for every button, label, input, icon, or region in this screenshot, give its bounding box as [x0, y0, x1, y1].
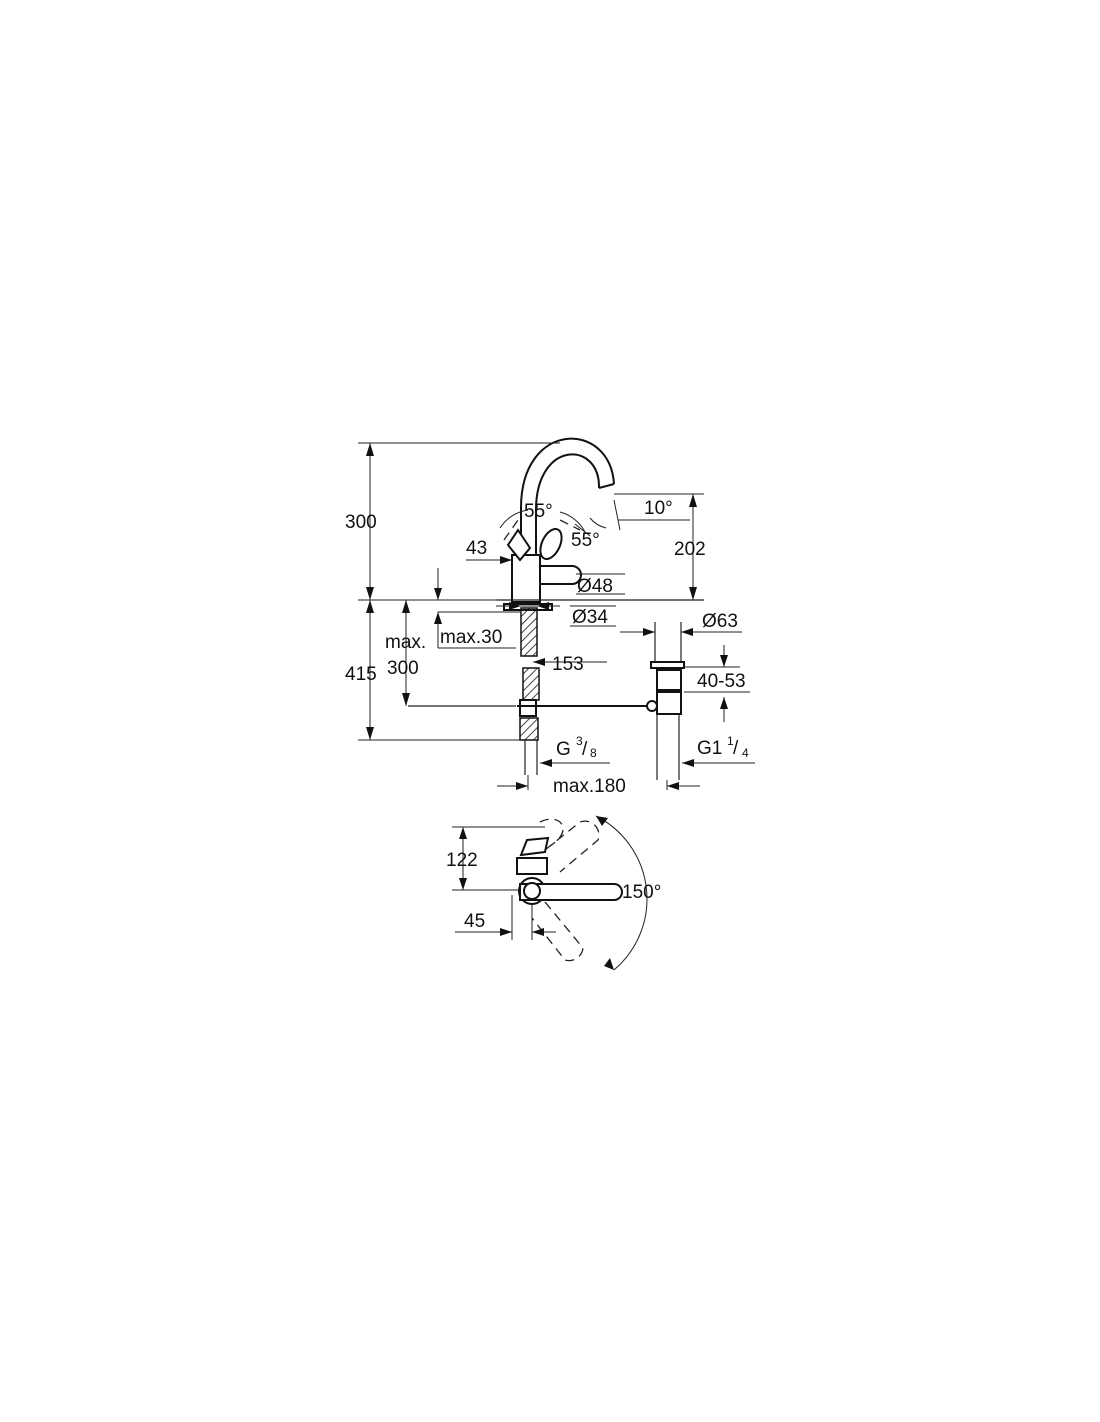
shank	[519, 607, 540, 775]
dim-10-label: 10°	[644, 498, 673, 519]
dim-g114-slash: /	[733, 738, 739, 759]
dim-handle-offset: 43	[466, 538, 512, 564]
dim-base-diameter: Ø48	[576, 573, 625, 597]
dim-max-reach: max.180	[497, 775, 700, 797]
dim-pop-up-distance: 153	[533, 654, 607, 675]
dim-waste-thread: G1 1 / 4	[682, 734, 755, 767]
dim-122-label: 122	[446, 850, 478, 871]
dim-height-total: 300	[345, 442, 560, 600]
dim-40-53-label: 40-53	[697, 671, 746, 692]
dim-153-label: 153	[552, 654, 584, 675]
dim-55-left-label: 55°	[524, 501, 553, 522]
top-body	[516, 857, 548, 875]
dim-34-label: Ø34	[572, 607, 608, 628]
dim-g38-slash: /	[582, 739, 588, 760]
dim-g38-main: G	[556, 739, 571, 760]
top-spout-dashed	[531, 818, 600, 962]
dim-max-thickness: max.30	[434, 568, 520, 649]
dim-g114-den: 4	[742, 746, 749, 760]
dim-300-label: 300	[345, 512, 377, 533]
handle	[499, 509, 591, 603]
spout	[520, 437, 615, 556]
dim-waste-range: 40-53	[684, 645, 750, 722]
dim-spout-angle: 10°	[589, 493, 704, 531]
dim-shank-diameter: Ø34	[496, 602, 616, 628]
dim-tail-length: max. 300	[385, 600, 426, 706]
dim-300b-label: 300	[387, 658, 419, 679]
dim-max-label: max.	[385, 632, 426, 653]
dim-depth: 122	[446, 826, 545, 891]
top-view: 150° 122 45	[446, 815, 661, 971]
dim-415-label: 415	[345, 664, 377, 685]
dim-g114-num: 1	[727, 734, 734, 748]
dim-202-label: 202	[674, 539, 706, 560]
dim-g114-main: G1	[697, 738, 722, 759]
dim-150-label: 150°	[622, 882, 661, 903]
dim-max30-label: max.30	[440, 627, 502, 648]
dim-g38-num: 3	[576, 734, 583, 748]
dim-max180-label: max.180	[553, 776, 626, 797]
dim-48-label: Ø48	[577, 576, 613, 597]
dim-55-right-label: 55°	[571, 530, 600, 551]
side-view: 300 43 55° 55° 10° 202	[345, 437, 755, 797]
dim-inlet-thread: G 3 / 8	[540, 734, 610, 767]
dim-offset: 45	[455, 895, 556, 940]
waste-valve	[646, 622, 685, 780]
dim-installed-height: 415	[345, 600, 520, 741]
dim-g38-den: 8	[590, 746, 597, 760]
dim-spout-height: 202	[674, 494, 706, 600]
dim-45-label: 45	[464, 911, 485, 932]
top-handle	[518, 877, 623, 905]
dim-43-label: 43	[466, 538, 487, 559]
dim-waste-diameter: Ø63	[620, 611, 742, 636]
dim-swivel: 150°	[595, 815, 661, 971]
dim-63-label: Ø63	[702, 611, 738, 632]
